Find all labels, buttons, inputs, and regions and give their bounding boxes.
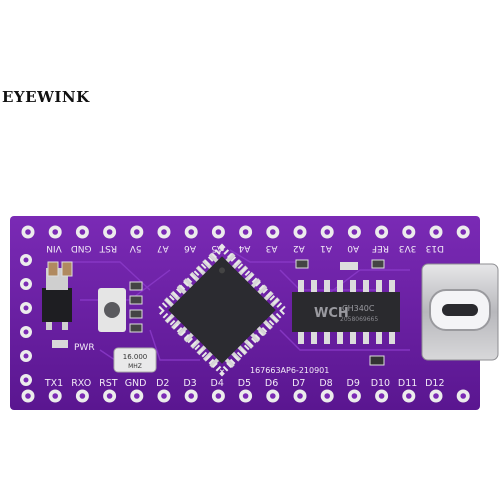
mcu-pin: [256, 326, 267, 337]
bottom-pin-header: [21, 389, 470, 403]
chip-pin: [298, 280, 304, 292]
bottom-pin-label: D10: [371, 378, 390, 389]
chip-pin: [311, 332, 317, 344]
chip-pin: [311, 280, 317, 292]
bottom-pin-label: D9: [347, 378, 360, 389]
mcu-pin: [183, 278, 194, 289]
mcu-pin: [208, 252, 219, 263]
usb-serial-chip: WCH CH340C 2058069665: [292, 280, 400, 344]
chip-pin: [324, 280, 330, 292]
bottom-pin-label: RXO: [71, 378, 91, 389]
bottom-pin-label: D11: [398, 378, 417, 389]
mcu-pin: [209, 358, 220, 368]
top-pin-label: VIN: [46, 243, 62, 253]
chip-pin: [298, 332, 304, 344]
top-pin-label: RST: [99, 243, 117, 253]
mcu-pin: [250, 332, 261, 343]
mcu-pin: [225, 252, 236, 263]
chip-pin: [363, 332, 369, 344]
top-pin-label: A0: [347, 243, 359, 253]
chip-code: 2058069665: [340, 316, 378, 323]
chip-pin: [376, 280, 382, 292]
bottom-pin-label: D12: [425, 378, 444, 389]
mcu-pin: [250, 278, 261, 289]
mcu-pin: [257, 284, 268, 295]
top-pin-header: [21, 225, 470, 239]
chip-pin: [376, 332, 382, 344]
bottom-pin-label: D7: [292, 378, 305, 389]
top-pin-label: A4: [238, 243, 250, 253]
mcu-pin: [177, 326, 188, 337]
chip-pin: [389, 280, 395, 292]
bottom-pin-label: D4: [211, 378, 224, 389]
chip-marking: CH340C: [342, 304, 375, 313]
brand-logo: EYEWINK: [2, 88, 90, 106]
voltage-regulator: [42, 268, 72, 330]
bottom-pin-label: GND: [125, 378, 147, 389]
chip-pin: [324, 332, 330, 344]
bottom-pin-label: TX1: [44, 378, 63, 389]
part-code: 167663AP6-210901: [250, 366, 329, 375]
pwr-label: PWR: [74, 343, 95, 353]
chip-pin: [337, 332, 343, 344]
chip-pin: [363, 280, 369, 292]
chip-pin: [389, 332, 395, 344]
icsp-pin-column: [20, 254, 32, 386]
bottom-pin-label: RST: [99, 378, 118, 389]
chip-pin: [350, 332, 356, 344]
bottom-pin-label: D6: [265, 378, 278, 389]
chip-pin: [350, 280, 356, 292]
top-pin-label: REF: [372, 243, 389, 253]
top-pin-label: A6: [184, 243, 196, 253]
mcu-pin: [224, 358, 235, 368]
pwr-led: PWR: [52, 340, 95, 353]
crystal-frequency: 16.000: [123, 353, 148, 361]
chip-pin: [337, 280, 343, 292]
top-pin-label: GND: [71, 243, 92, 253]
bottom-pin-labels: TX1 RXO RST GND D2 D3 D4 D5 D6 D7 D8 D9 D10 D11 D12: [44, 378, 445, 389]
smd-capacitors: [47, 259, 385, 366]
crystal-oscillator: 16.000 MHZ: [113, 347, 157, 373]
bottom-pin-label: D2: [156, 378, 169, 389]
mcu-pin: [183, 332, 194, 343]
top-pin-label: A5: [211, 243, 223, 253]
top-pin-label: 5V: [129, 243, 142, 253]
top-pin-label: A1: [320, 243, 332, 253]
usb-c-connector: [421, 263, 499, 361]
top-pin-labels: VIN GND RST 5V A7 A6 A5 A4 A3 A2 A1 A0 REF 3V3 D13: [46, 243, 444, 253]
mcu-pin: [176, 284, 187, 295]
bottom-pin-label: D8: [319, 378, 332, 389]
mcu-pin: [263, 319, 273, 330]
top-pin-label: A2: [293, 243, 305, 253]
bottom-pin-label: D3: [183, 378, 196, 389]
reset-button[interactable]: [98, 288, 126, 332]
bottom-pin-label: D5: [238, 378, 251, 389]
crystal-unit: MHZ: [128, 363, 142, 370]
top-pin-label: D13: [426, 243, 444, 253]
top-pin-label: A7: [157, 243, 169, 253]
top-pin-label: A3: [266, 243, 278, 253]
top-pin-label: 3V3: [399, 243, 417, 253]
chip-logo: WCH: [314, 306, 349, 321]
